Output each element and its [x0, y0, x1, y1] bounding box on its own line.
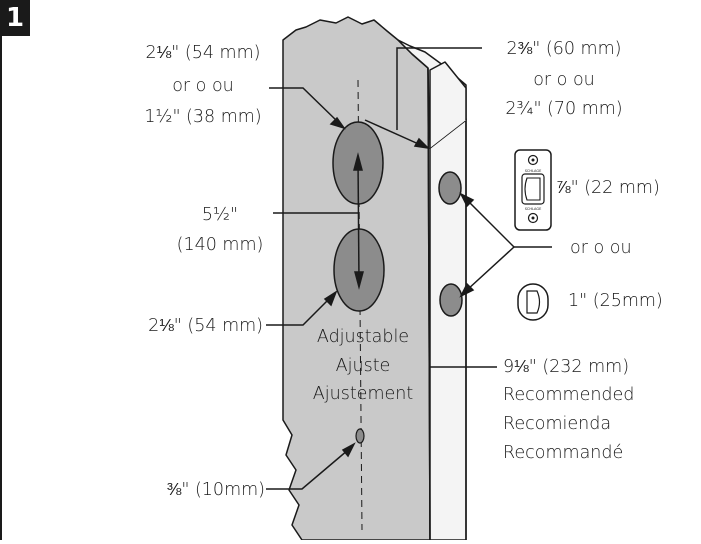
leader-small-hole: [266, 442, 356, 490]
adjustable-label-es: Ajuste: [335, 356, 391, 376]
leader-backset: [364, 47, 482, 150]
svg-text:SCHLAGE: SCHLAGE: [525, 169, 542, 173]
backset-label-1: 2⅜" (60 mm): [506, 39, 622, 59]
small-hole-label: ⅜" (10mm): [166, 480, 265, 500]
left-border-rule: [0, 36, 2, 540]
step-number-badge: 1: [0, 0, 30, 36]
or-choice-label: or o ou: [570, 238, 632, 258]
latch-faceplate-round: [517, 283, 549, 321]
latch-faceplate-square: SCHLAGE SCHLAGE: [514, 149, 552, 231]
adjustable-label-fr: Ajustement: [312, 384, 414, 404]
height-label-1: 9⅛" (232 mm): [503, 357, 630, 377]
height-label-2: Recommended: [503, 385, 635, 405]
leader-cross-bore-bottom: [266, 290, 338, 326]
backset-label-2: or o ou: [533, 70, 595, 90]
height-label-3: Recomienda: [503, 414, 612, 434]
cross-bore-top-label-1: 2⅛" (54 mm): [145, 43, 261, 63]
cross-bore-bottom-label: 2⅛" (54 mm): [148, 316, 263, 336]
cross-bore-top-label-2: or o ou: [172, 76, 234, 96]
spacing-dimension: [273, 152, 364, 290]
adjustable-label-en: Adjustable: [316, 327, 410, 347]
spacing-label-1: 5½": [201, 205, 239, 225]
height-label-4: Recommandé: [503, 443, 624, 463]
small-hole: [355, 428, 365, 444]
edge-bore-top: [438, 171, 462, 205]
leader-cross-bore-top: [269, 87, 346, 130]
backset-label-3: 2¾" (70 mm): [505, 99, 623, 119]
latch-face-square-label: ⅞" (22 mm): [556, 178, 660, 198]
latch-face-round-label: 1" (25mm): [568, 291, 663, 311]
svg-text:SCHLAGE: SCHLAGE: [525, 207, 542, 211]
cross-bore-top-label-3: 1½" (38 mm): [144, 107, 262, 127]
edge-bore-bottom: [439, 283, 463, 317]
leader-edge-bores: [459, 192, 552, 298]
spacing-label-2: (140 mm): [176, 235, 264, 255]
